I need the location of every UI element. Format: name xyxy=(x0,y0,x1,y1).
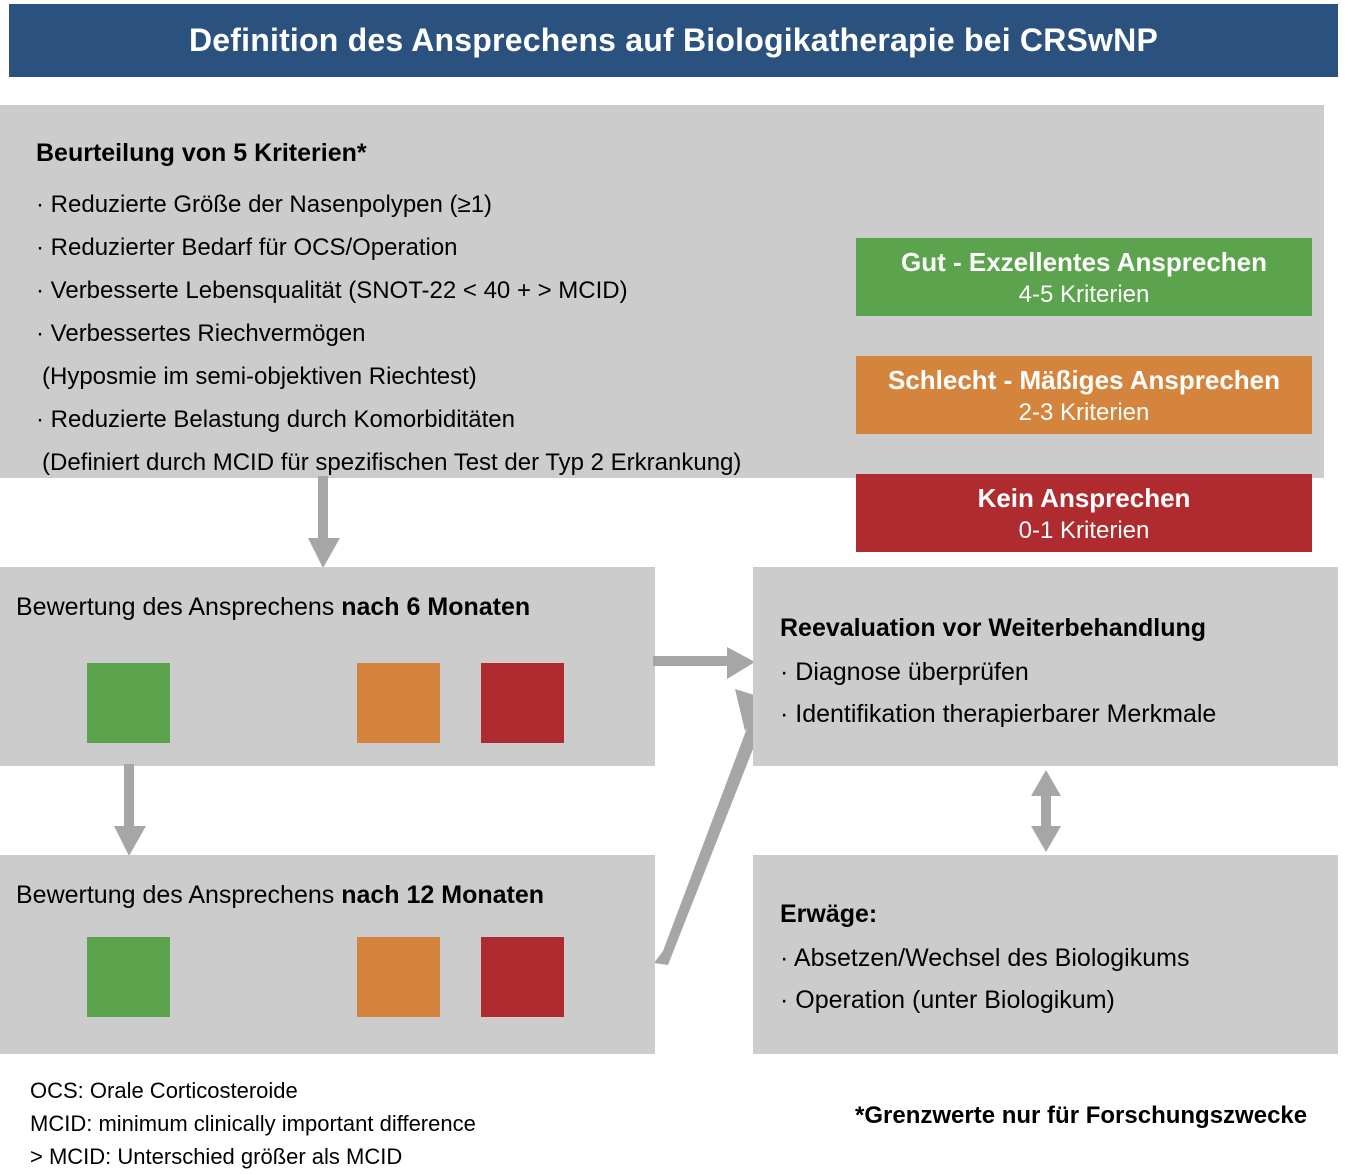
consider-item-1: · Absetzen/Wechsel des Biologikums xyxy=(780,944,1190,972)
swatch-12m-orange xyxy=(357,937,440,1017)
criteria-item-4: · Verbessertes Riechvermögen xyxy=(36,320,366,347)
consider-panel: Erwäge: · Absetzen/Wechsel des Biologiku… xyxy=(753,855,1338,1054)
assessment-12-months-label-bold: nach 12 Monaten xyxy=(341,881,545,909)
criteria-heading: Beurteilung von 5 Kriterien* xyxy=(36,139,367,167)
assessment-12-months-label-regular: Bewertung des Ansprechens xyxy=(16,881,342,909)
diagram-title-bar: Definition des Ansprechens auf Biologika… xyxy=(9,4,1338,77)
criteria-list: · Reduzierte Größe der Nasenpolypen (≥1)… xyxy=(36,183,846,484)
legend-good-subtitle: 4-5 Kriterien xyxy=(1018,281,1150,308)
legend-none-subtitle: 0-1 Kriterien xyxy=(1018,517,1150,544)
reevaluation-panel: Reevaluation vor Weiterbehandlung · Diag… xyxy=(753,567,1338,766)
legend-good-title: Gut - Exzellentes Ansprechen xyxy=(900,247,1268,277)
arrow-criteria-to-6-months xyxy=(308,476,340,568)
consider-list: · Absetzen/Wechsel des Biologikums · Ope… xyxy=(780,937,1330,1021)
criteria-panel: Beurteilung von 5 Kriterien* · Reduziert… xyxy=(0,105,1324,552)
criteria-item-2: · Reduzierter Bedarf für OCS/Operation xyxy=(36,234,458,261)
criteria-item-4-note: (Hyposmie im semi-objektiven Riechtest) xyxy=(42,363,477,390)
footnote-research-purposes: *Grenzwerte nur für Forschungszwecke xyxy=(855,1102,1308,1129)
criteria-item-3: · Verbesserte Lebensqualität (SNOT-22 < … xyxy=(36,277,628,304)
legend-poor-title: Schlecht - Mäßiges Ansprechen xyxy=(887,365,1281,395)
legend-box-good-response: Gut - Exzellentes Ansprechen 4-5 Kriteri… xyxy=(856,238,1312,316)
criteria-item-1: · Reduzierte Größe der Nasenpolypen (≥1) xyxy=(36,191,493,218)
criteria-item-5: · Reduzierte Belastung durch Komorbiditä… xyxy=(36,406,515,433)
swatch-6m-red xyxy=(481,663,564,743)
arrow-12-months-to-reevaluation xyxy=(654,689,767,965)
arrow-6-months-to-12-months xyxy=(114,764,146,856)
consider-item-2: · Operation (unter Biologikum) xyxy=(780,986,1115,1014)
reevaluation-heading: Reevaluation vor Weiterbehandlung xyxy=(780,614,1207,642)
footnote-mcid: MCID: minimum clinically important diffe… xyxy=(30,1111,476,1136)
assessment-6-months-label-bold: nach 6 Monaten xyxy=(341,593,531,621)
assessment-6-months-panel: Bewertung des Ansprechens nach 6 Monaten xyxy=(0,567,655,766)
assessment-6-months-label-regular: Bewertung des Ansprechens xyxy=(16,593,342,621)
footnotes-abbreviations: OCS: Orale Corticosteroide MCID: minimum… xyxy=(30,1074,730,1173)
assessment-6-months-label: Bewertung des Ansprechens nach 6 Monaten xyxy=(16,593,530,622)
legend-box-no-response: Kein Ansprechen 0-1 Kriterien xyxy=(856,474,1312,552)
assessment-12-months-label: Bewertung des Ansprechens nach 12 Monate… xyxy=(16,881,544,910)
reevaluation-item-2: · Identifikation therapierbarer Merkmale xyxy=(780,700,1217,728)
swatch-12m-green xyxy=(87,937,170,1017)
swatch-6m-green xyxy=(87,663,170,743)
consider-heading: Erwäge: xyxy=(780,900,878,928)
legend-none-title: Kein Ansprechen xyxy=(977,483,1191,513)
arrow-reevaluation-consider-bidirectional xyxy=(1031,770,1061,852)
page-title: Definition des Ansprechens auf Biologika… xyxy=(188,22,1158,58)
footnote-greater-mcid: > MCID: Unterschied größer als MCID xyxy=(30,1144,403,1169)
legend-poor-subtitle: 2-3 Kriterien xyxy=(1018,399,1150,426)
criteria-item-5-note: (Definiert durch MCID für spezifischen T… xyxy=(42,449,742,476)
reevaluation-item-1: · Diagnose überprüfen xyxy=(780,658,1029,686)
footnote-ocs: OCS: Orale Corticosteroide xyxy=(30,1078,298,1103)
assessment-12-months-panel: Bewertung des Ansprechens nach 12 Monate… xyxy=(0,855,655,1054)
legend-box-poor-response: Schlecht - Mäßiges Ansprechen 2-3 Kriter… xyxy=(856,356,1312,434)
reevaluation-list: · Diagnose überprüfen · Identifikation t… xyxy=(780,651,1330,735)
arrow-6-months-to-reevaluation xyxy=(653,647,755,679)
swatch-6m-orange xyxy=(357,663,440,743)
swatch-12m-red xyxy=(481,937,564,1017)
